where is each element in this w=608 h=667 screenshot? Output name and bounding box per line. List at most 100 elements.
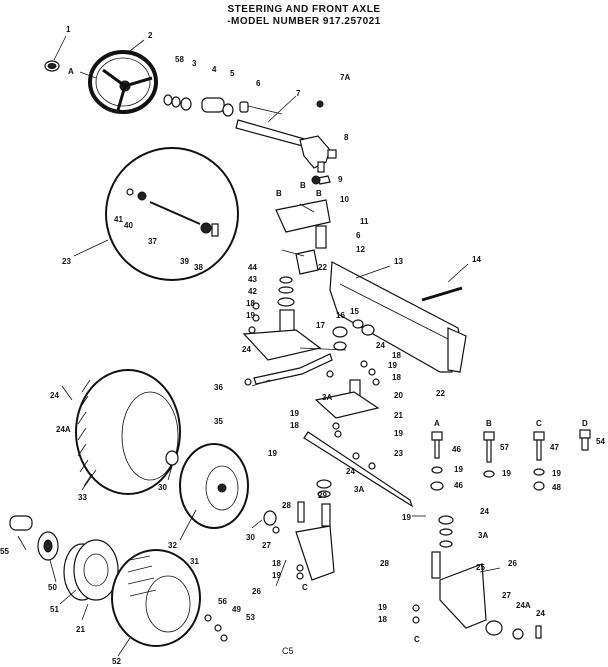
callout-label: 19 [268, 449, 277, 458]
callout-label: 10 [340, 195, 349, 204]
callout-label: B [300, 181, 306, 190]
callout-label: B [276, 189, 282, 198]
callout-label: 58 [175, 55, 184, 64]
callout-label: 14 [472, 255, 481, 264]
callout-label: 30 [246, 533, 255, 542]
callout-label: C [414, 635, 420, 644]
callout-label: 23 [394, 449, 403, 458]
callout-label: 53 [246, 613, 255, 622]
callout-label: 46 [452, 445, 461, 454]
part-front-tire [111, 549, 228, 647]
callout-label: 57 [500, 443, 509, 452]
callout-label: 22 [318, 263, 327, 272]
callout-label: 5 [230, 69, 235, 78]
callout-label: 11 [360, 217, 369, 226]
part-front-axle [329, 261, 467, 373]
callout-label: 18 [378, 615, 387, 624]
part-left-tire [75, 369, 181, 495]
diagram-title: STEERING AND FRONT AXLE [227, 4, 381, 15]
callout-label: 24 [480, 507, 489, 516]
callout-label: 33 [78, 493, 87, 502]
part-lower-spindle-right [412, 515, 542, 640]
diagram-subtitle: -MODEL NUMBER 917.257021 [227, 16, 381, 27]
callout-label: 24 [376, 341, 385, 350]
callout-label: 19 [402, 513, 411, 522]
callout-label: 28 [380, 559, 389, 568]
callout-label: 40 [124, 221, 133, 230]
callout-label: 38 [194, 263, 203, 272]
callout-label: 30 [158, 483, 167, 492]
callout-label: 7A [340, 73, 350, 82]
part-sector-gear [275, 161, 331, 275]
callout-label: 19 [394, 429, 403, 438]
callout-label: 13 [394, 257, 403, 266]
part-left-spindle [242, 276, 333, 386]
callout-label: 37 [148, 237, 157, 246]
part-steering-shaft-stack [163, 94, 249, 117]
callout-label: 3A [322, 393, 332, 402]
callout-label: 17 [316, 321, 325, 330]
part-lower-spindle-left [295, 501, 335, 581]
callout-label: 42 [248, 287, 257, 296]
callout-label: 18 [272, 559, 281, 568]
callout-label: 48 [552, 483, 561, 492]
callout-label: 29 [318, 491, 327, 500]
callout-label: 54 [596, 437, 605, 446]
callout-label: 46 [454, 481, 463, 490]
callout-label: B [316, 189, 322, 198]
callout-label: 7 [296, 89, 301, 98]
callout-label: 41 [114, 215, 123, 224]
callout-label: 6 [356, 231, 361, 240]
callout-label: 6 [256, 79, 261, 88]
callout-label: 19 [502, 469, 511, 478]
callout-label: 27 [502, 591, 511, 600]
callout-label: 3A [354, 485, 364, 494]
part-hub-assembly [9, 515, 119, 601]
callout-label: 47 [550, 443, 559, 452]
callout-label: 39 [180, 257, 189, 266]
callout-label: 32 [168, 541, 177, 550]
callout-label: 36 [214, 383, 223, 392]
callout-label: 31 [190, 557, 199, 566]
callout-label: 55 [0, 547, 9, 556]
callout-label: D [582, 419, 588, 428]
callout-label: 50 [48, 583, 57, 592]
callout-label: 19 [246, 311, 255, 320]
callout-label: 21 [394, 411, 403, 420]
callout-label: 24 [346, 467, 355, 476]
callout-label: 43 [248, 275, 257, 284]
callout-label: 24 [50, 391, 59, 400]
callout-label: 26 [508, 559, 517, 568]
part-left-rim [165, 443, 280, 534]
callout-label: 20 [394, 391, 403, 400]
callout-label: 19 [290, 409, 299, 418]
callout-label: 8 [344, 133, 349, 142]
part-steering-wheel [88, 50, 158, 114]
callout-label: 26 [252, 587, 261, 596]
callout-label: 27 [262, 541, 271, 550]
callout-label: 19 [388, 361, 397, 370]
callout-label: A [68, 67, 74, 76]
callout-label: 19 [272, 571, 281, 580]
part-bolt-set [430, 429, 591, 491]
part-tie-rod [303, 431, 414, 508]
part-right-spindle [314, 319, 380, 438]
callout-label: 24 [242, 345, 251, 354]
callout-label: 35 [214, 417, 223, 426]
callout-label: 2 [148, 31, 153, 40]
callout-label: 4 [212, 65, 217, 74]
callout-label: 24 [536, 609, 545, 618]
callout-label: 52 [112, 657, 121, 666]
callout-label: 18 [392, 373, 401, 382]
callout-label: 56 [218, 597, 227, 606]
callout-label: 23 [62, 257, 71, 266]
callout-label: 9 [338, 175, 343, 184]
callout-label: 3A [478, 531, 488, 540]
callout-label: 24A [516, 601, 531, 610]
part-steering-cap [44, 60, 60, 72]
callout-label: 49 [232, 605, 241, 614]
callout-label: B [486, 419, 492, 428]
callout-label: 19 [454, 465, 463, 474]
